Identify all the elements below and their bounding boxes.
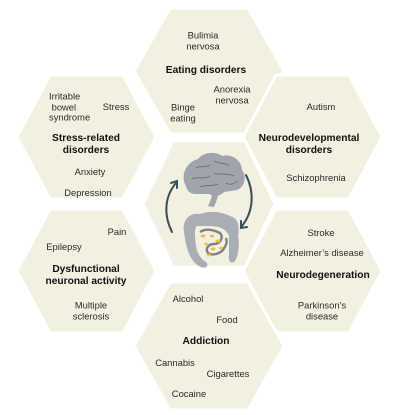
gut-icon (183, 211, 239, 268)
label-stress: Stress (102, 100, 130, 112)
label-alcohol: Alcohol (172, 292, 204, 304)
brain-icon (183, 152, 245, 207)
arrow-right-down-head (240, 220, 248, 230)
arrow-left-up-head (170, 179, 178, 189)
label-alzheimers: Alzheimer’s disease (280, 246, 364, 258)
colon-shape (183, 211, 239, 268)
label-pain: Pain (107, 225, 127, 237)
label-cannabis: Cannabis (155, 356, 195, 368)
brain-folds (191, 160, 239, 188)
label-epilepsy: Epilepsy (46, 240, 82, 252)
label-anxiety: Anxiety (74, 165, 106, 177)
hex-addiction (132, 280, 286, 412)
label-autism: Autism (306, 100, 336, 112)
hex-dysfunctional-neuronal (15, 207, 158, 335)
bacteria-dots (200, 234, 223, 257)
hex-eating-disorders (132, 6, 286, 136)
hex-neurodevelopmental (241, 73, 384, 201)
label-cocaine: Cocaine (171, 387, 207, 399)
arrow-right-down (241, 174, 253, 227)
title-eating-disorders: Eating disorders (165, 65, 247, 76)
title-neurodegeneration: Neurodegeneration (276, 270, 370, 281)
cycle-arrows-icon (165, 174, 253, 233)
label-schizophrenia: Schizophrenia (286, 171, 346, 183)
brainstem (208, 192, 219, 207)
brain-shape (183, 152, 245, 196)
small-intestine (199, 228, 228, 256)
label-food: Food (216, 313, 238, 325)
label-cigarettes: Cigarettes (206, 367, 250, 379)
title-addiction: Addiction (182, 336, 230, 347)
arrow-left-up (165, 182, 177, 233)
label-depression: Depression (64, 186, 112, 198)
label-stroke: Stroke (307, 226, 335, 238)
hex-stress-related (15, 73, 158, 201)
